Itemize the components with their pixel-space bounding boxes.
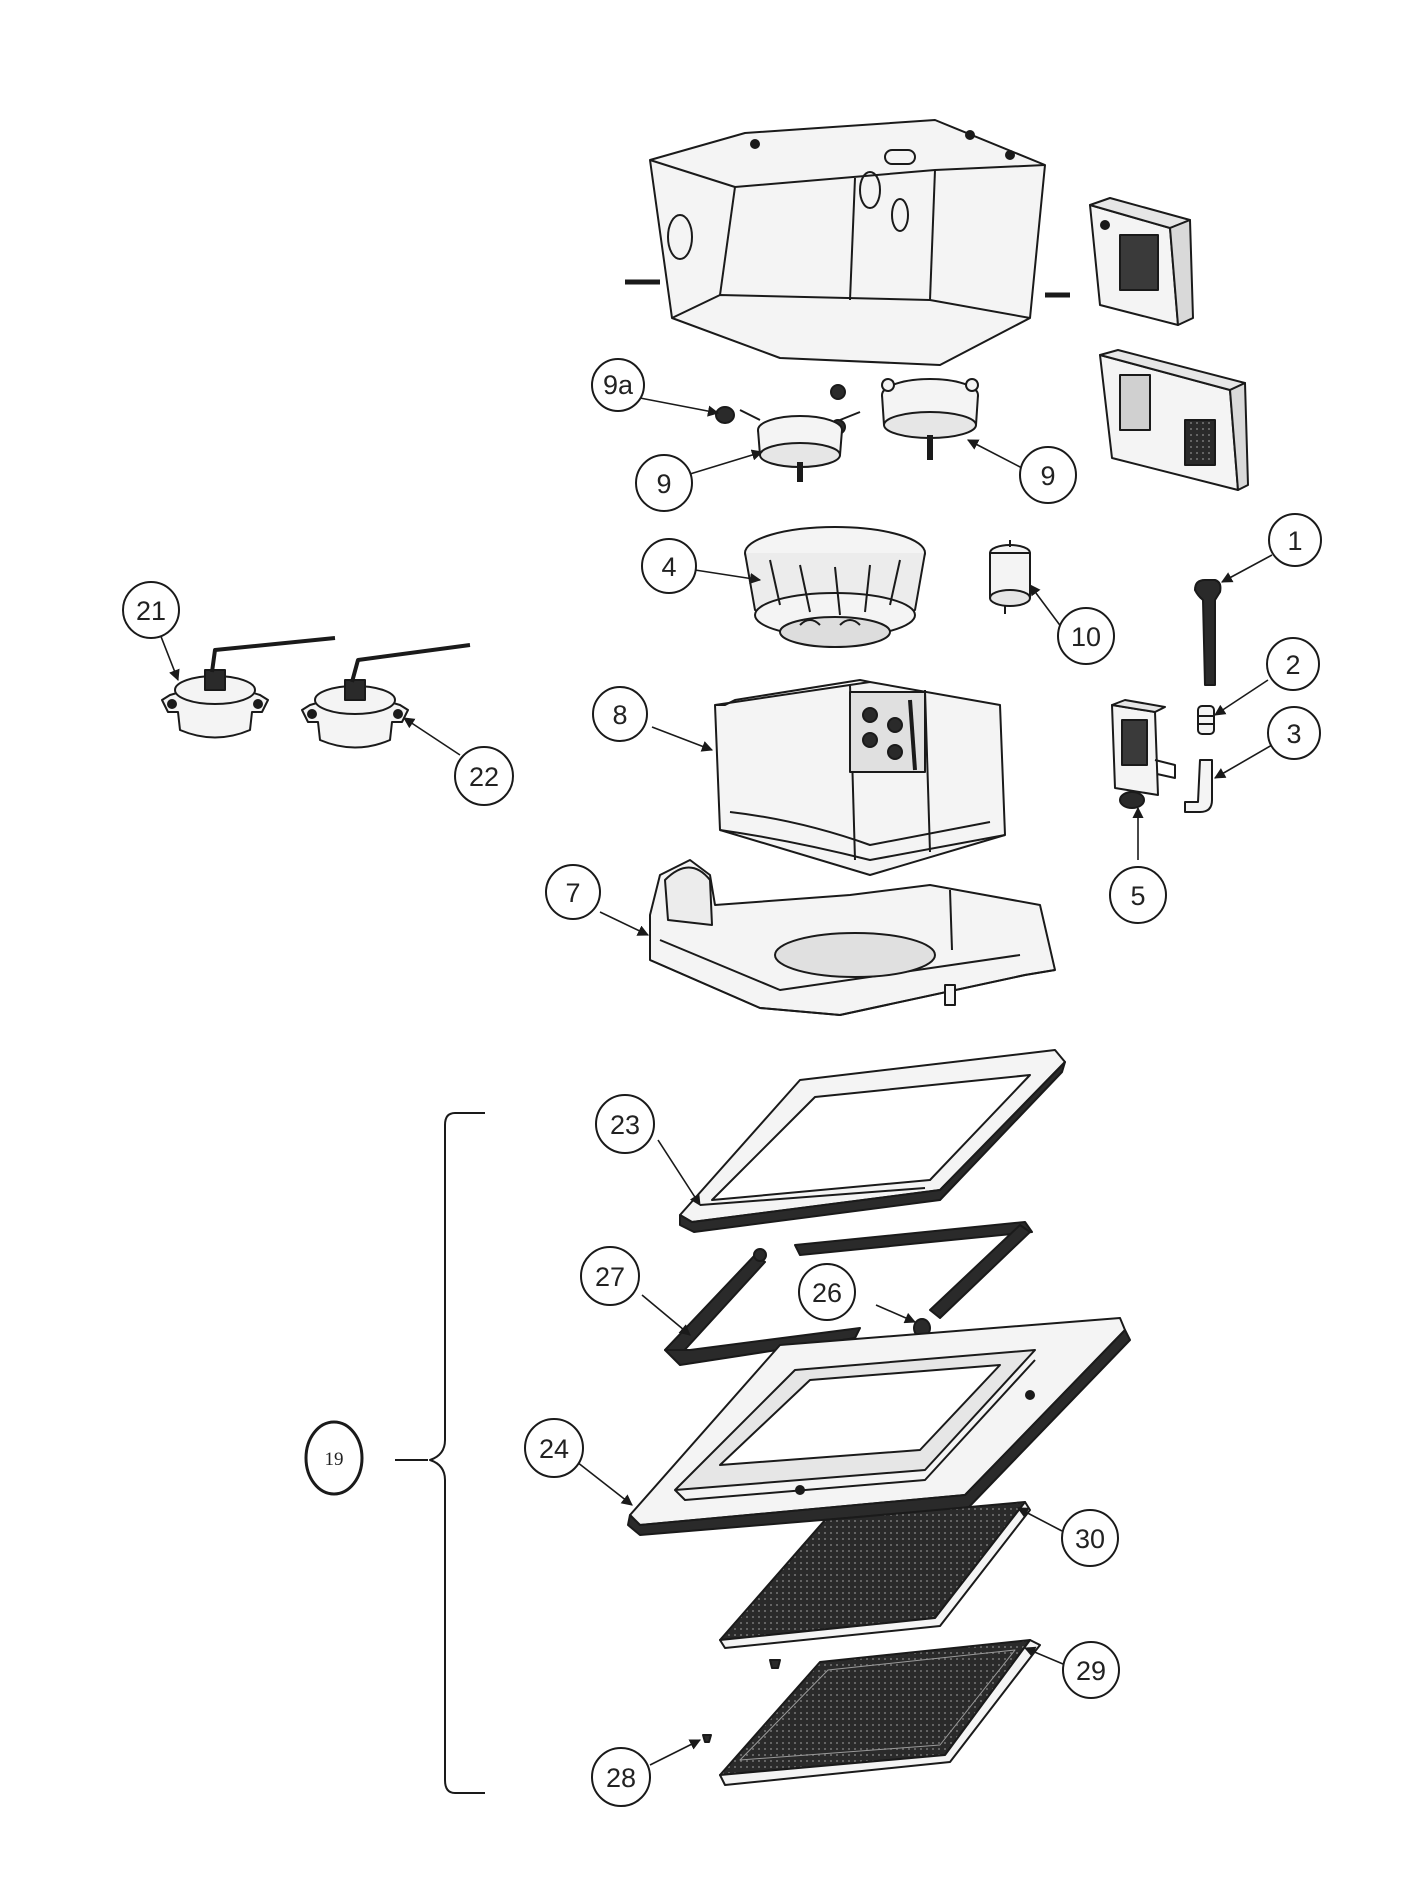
svg-text:3: 3 [1286, 719, 1301, 749]
svg-text:21: 21 [136, 596, 166, 626]
callout-30: 30 [1061, 1509, 1119, 1567]
callout-29: 29 [1062, 1641, 1120, 1699]
callout-22: 22 [454, 746, 514, 806]
callout-19: 19 [304, 1420, 364, 1496]
callout-28: 28 [591, 1747, 651, 1807]
thermostat-22 [302, 645, 470, 748]
callout-3: 3 [1267, 706, 1321, 760]
svg-text:22: 22 [469, 762, 499, 792]
drain-pan [650, 860, 1055, 1015]
callouts: 9a 9 9 1 4 10 21 2 3 8 22 5 7 23 27 26 1… [122, 358, 1322, 1807]
callout-2: 2 [1266, 637, 1320, 691]
fan-motor-right [881, 378, 979, 460]
svg-text:29: 29 [1076, 1656, 1106, 1686]
svg-text:9: 9 [1040, 461, 1055, 491]
hose-connector [1198, 706, 1214, 734]
svg-text:7: 7 [565, 878, 580, 908]
svg-text:27: 27 [595, 1262, 625, 1292]
svg-text:30: 30 [1075, 1524, 1105, 1554]
svg-text:9a: 9a [603, 370, 634, 400]
capacitor [990, 540, 1030, 614]
svg-text:2: 2 [1285, 650, 1300, 680]
callout-1: 1 [1268, 513, 1322, 567]
svg-text:23: 23 [610, 1110, 640, 1140]
svg-text:10: 10 [1071, 622, 1101, 652]
callout-4: 4 [641, 538, 697, 594]
chassis-housing [625, 120, 1070, 365]
heat-exchanger [715, 680, 1005, 875]
svg-text:9: 9 [656, 469, 671, 499]
control-box-lower [1100, 350, 1248, 490]
corner-covers [665, 1222, 1032, 1365]
callout-27: 27 [580, 1246, 640, 1306]
air-filter-upper [720, 1502, 1030, 1648]
hose-elbow [1185, 760, 1212, 812]
svg-text:4: 4 [661, 552, 676, 582]
callout-10: 10 [1057, 607, 1115, 665]
svg-text:28: 28 [606, 1763, 636, 1793]
callout-8: 8 [592, 686, 648, 742]
svg-text:5: 5 [1130, 881, 1145, 911]
callout-21: 21 [122, 581, 180, 639]
air-filter-lower [720, 1640, 1040, 1785]
callout-23: 23 [595, 1094, 655, 1154]
blower-wheel [745, 527, 925, 647]
callout-5: 5 [1109, 866, 1167, 924]
callout-7: 7 [545, 864, 601, 920]
callout-26: 26 [798, 1263, 856, 1321]
control-box-upper [1090, 198, 1193, 325]
screws [703, 1660, 780, 1742]
callout-24: 24 [524, 1418, 584, 1478]
svg-text:24: 24 [539, 1434, 569, 1464]
front-panel [628, 1318, 1130, 1535]
svg-text:1: 1 [1287, 526, 1302, 556]
thermostat-21 [162, 638, 335, 738]
drain-pump [1112, 700, 1175, 808]
panel-frame [680, 1050, 1065, 1232]
callout-9a: 9a [591, 358, 645, 412]
drain-hose [1195, 580, 1220, 685]
callout-9-left: 9 [635, 454, 693, 512]
svg-text:8: 8 [612, 700, 627, 730]
leader-lines [159, 397, 1273, 1766]
svg-text:26: 26 [812, 1278, 842, 1308]
svg-text:19: 19 [325, 1449, 344, 1470]
callout-9-right: 9 [1019, 446, 1077, 504]
assembly-bracket [395, 1113, 485, 1793]
